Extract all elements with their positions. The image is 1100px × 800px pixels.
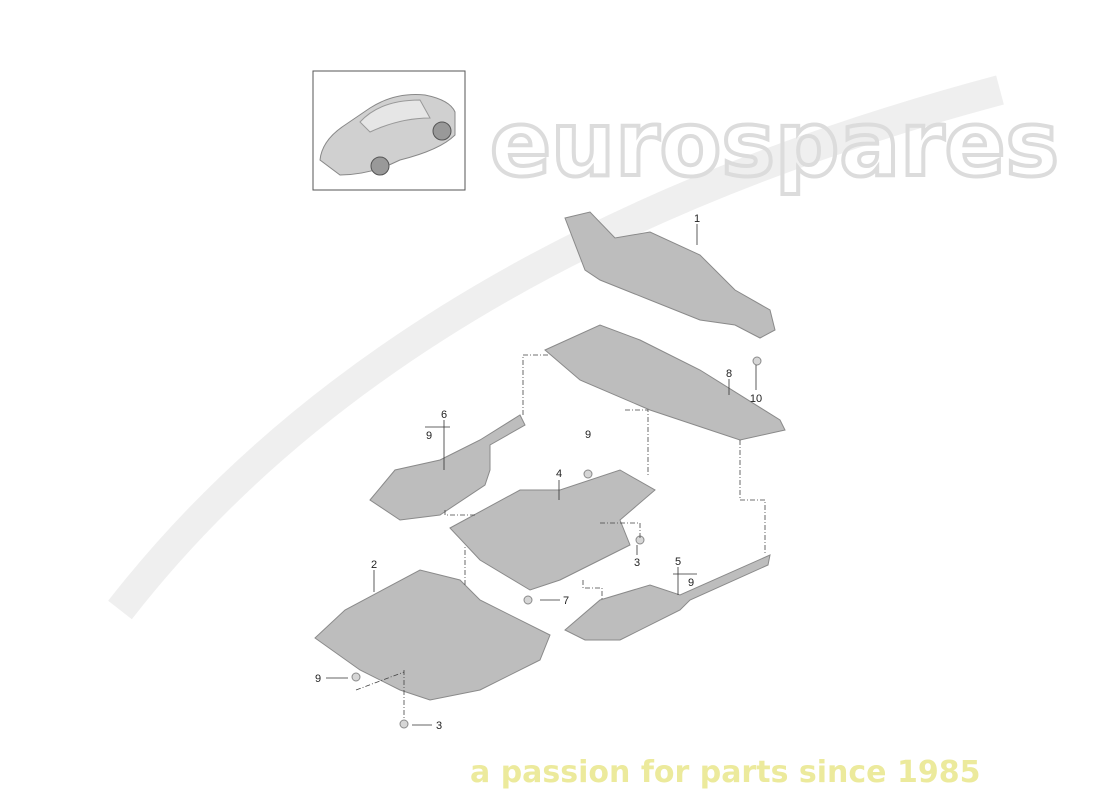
part-4-panel[interactable] (449, 469, 656, 591)
nut-icon[interactable] (752, 356, 762, 366)
callout-1[interactable]: 1 (694, 213, 700, 225)
watermark-tagline: a passion for parts since 1985 (470, 755, 980, 790)
callout-8[interactable]: 8 (726, 368, 732, 380)
part-8-shield[interactable] (544, 324, 786, 441)
clip-icon[interactable] (351, 672, 361, 682)
callout-4[interactable]: 4 (556, 468, 562, 480)
part-5-panel[interactable] (564, 554, 771, 641)
part-1-heat-shield[interactable] (564, 211, 776, 339)
callout-2[interactable]: 2 (371, 559, 377, 571)
clip-icon[interactable] (583, 469, 593, 479)
callout-9[interactable]: 9 (688, 577, 694, 589)
car-thumbnail[interactable] (312, 70, 466, 191)
car-overview-icon (319, 94, 456, 176)
part-6-panel[interactable] (369, 414, 526, 521)
callout-3[interactable]: 3 (634, 557, 640, 569)
assembly-lines (355, 354, 766, 720)
callout-9[interactable]: 9 (585, 429, 591, 441)
callout-9[interactable]: 9 (426, 430, 432, 442)
callout-3[interactable]: 3 (436, 720, 442, 732)
callout-10[interactable]: 10 (750, 393, 762, 405)
part-2-underbody-panel[interactable] (314, 569, 551, 701)
leader-lines (326, 224, 757, 726)
callout-5[interactable]: 5 (675, 556, 681, 568)
nut-icon[interactable] (523, 595, 533, 605)
watermark-swoosh (108, 75, 1004, 620)
screw-icon[interactable] (399, 719, 409, 729)
callout-9[interactable]: 9 (315, 673, 321, 685)
watermark-brand: eurospares (490, 92, 1059, 197)
callout-6[interactable]: 6 (441, 409, 447, 421)
watermark: eurospares a passion for parts since 198… (108, 75, 1061, 790)
callout-7[interactable]: 7 (563, 595, 569, 607)
